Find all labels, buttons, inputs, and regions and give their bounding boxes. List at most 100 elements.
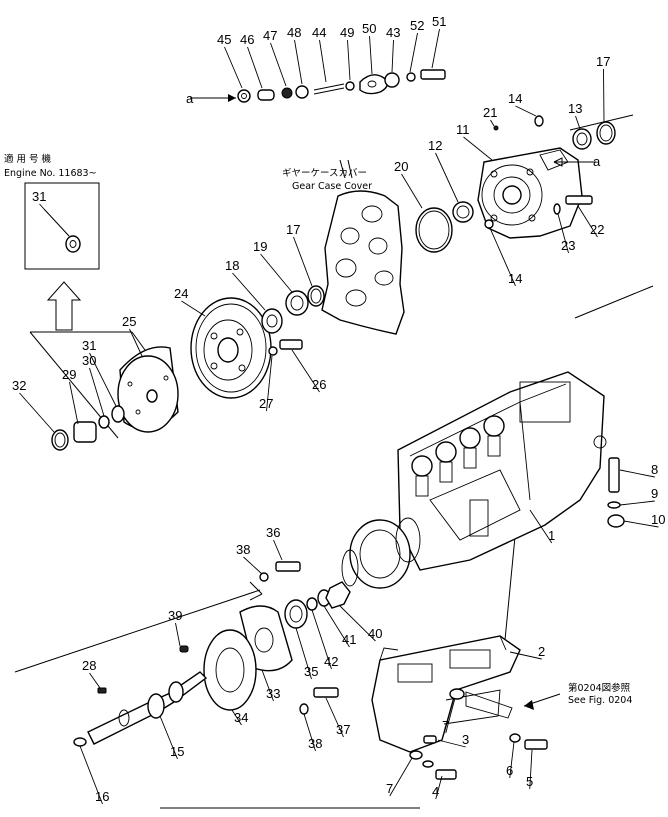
washer-38 <box>299 703 309 715</box>
callout-36: 36 <box>266 525 280 540</box>
callout-38: 38 <box>236 542 250 557</box>
pin-21 <box>493 125 499 131</box>
callout-45: 45 <box>217 32 231 47</box>
gear-case-cover: ギヤーケースカバー Gear Case Cover <box>282 159 405 335</box>
leader-line-5 <box>529 749 533 790</box>
leader-line-28 <box>89 672 101 689</box>
callout-41: 41 <box>342 632 356 647</box>
leader-line-14 <box>515 105 537 117</box>
bolt-8 <box>608 457 620 493</box>
callout-40: 40 <box>368 626 382 641</box>
callout-4: 4 <box>432 784 439 799</box>
washer-9 <box>607 501 621 509</box>
leader-line-9 <box>619 500 655 506</box>
ring-30 <box>98 415 110 429</box>
callout-6: 6 <box>506 763 513 778</box>
washer-6b <box>509 733 521 743</box>
nut-40 <box>325 581 351 609</box>
callout-44: 44 <box>312 25 326 40</box>
leader-line-43 <box>391 39 394 73</box>
callout-13: 13 <box>568 101 582 116</box>
callout-31: 31 <box>82 338 96 353</box>
leader-line-34 <box>231 709 242 726</box>
leader-line-16 <box>79 745 103 805</box>
leader-line-47 <box>270 42 287 87</box>
leader-line-8 <box>619 469 655 478</box>
callout-42: 42 <box>324 654 338 669</box>
pin-3 <box>423 735 437 744</box>
ref-a-right: a <box>593 154 601 169</box>
gear-case-jp-label: ギヤーケースカバー <box>282 168 367 179</box>
leader-line-25 <box>129 328 143 357</box>
leader-line-46 <box>247 46 263 89</box>
callout-29: 29 <box>62 367 76 382</box>
callout-11: 11 <box>456 122 470 137</box>
leader-line-11 <box>463 136 493 161</box>
leader-line-7 <box>389 757 413 797</box>
leader-line-6 <box>509 741 515 779</box>
leader-line-19 <box>260 253 293 293</box>
leader-line-10 <box>623 520 659 528</box>
washer-23 <box>553 203 561 215</box>
ring-31 <box>111 405 125 423</box>
leader-line-52 <box>409 32 418 73</box>
callout-32: 32 <box>12 378 26 393</box>
leader-line-23 <box>557 213 569 254</box>
leader-line-27 <box>266 355 273 412</box>
bearing-18 <box>261 308 283 334</box>
leader-line-31 <box>39 203 45 210</box>
cover-43 <box>384 72 400 88</box>
callout-48: 48 <box>287 25 301 40</box>
leader-line-30 <box>89 367 105 417</box>
callout-7: 7 <box>442 718 449 733</box>
leader-line-20 <box>401 173 423 209</box>
bolt-37 <box>313 687 339 698</box>
gasket-50 <box>359 74 388 95</box>
washer-6 <box>422 760 434 768</box>
callout-18: 18 <box>225 258 239 273</box>
callout-39: 39 <box>168 608 182 623</box>
leader-line-38 <box>303 713 316 752</box>
callout-2: 2 <box>538 644 545 659</box>
leader-line-33 <box>261 669 274 702</box>
callout-20: 20 <box>394 159 408 174</box>
washer-31-inset <box>65 235 81 253</box>
callout-14: 14 <box>508 91 522 106</box>
leader-line-18 <box>232 272 266 311</box>
plate-34 <box>203 629 257 711</box>
plug-14-top <box>534 115 544 127</box>
leader-line-2 <box>509 651 542 660</box>
callout-17: 17 <box>286 222 300 237</box>
inset-box <box>24 182 100 270</box>
leader-line-22 <box>577 205 598 238</box>
callout-labels: 1234567789101112131414151617171819202122… <box>12 14 665 805</box>
coupling-hub <box>349 519 411 589</box>
leader-line-17 <box>603 68 605 123</box>
seal-12 <box>452 201 474 223</box>
callout-24: 24 <box>174 286 188 301</box>
leader-line-44 <box>319 39 327 83</box>
side-fasteners <box>607 457 625 528</box>
callout-34: 34 <box>234 710 248 725</box>
callout-25: 25 <box>122 314 136 329</box>
callout-28: 28 <box>82 658 96 673</box>
leader-line-39 <box>175 622 181 647</box>
inset-engine-label: Engine No. 11683~ <box>4 168 97 179</box>
callout-23: 23 <box>561 238 575 253</box>
bolt-26 <box>279 339 303 350</box>
leader-line-13 <box>575 115 581 130</box>
bracket-2: 第0204図参照 See Fig. 0204 <box>371 635 632 780</box>
leader-line-1 <box>529 509 553 544</box>
callout-51: 51 <box>432 14 446 29</box>
plug-14 <box>484 219 494 229</box>
callout-33: 33 <box>266 686 280 701</box>
key-39 <box>179 645 189 653</box>
callout-50: 50 <box>362 21 376 36</box>
shaft-15 <box>87 671 208 745</box>
washer-49 <box>345 81 355 91</box>
gear-group <box>190 285 325 399</box>
leader-line-35 <box>295 627 312 680</box>
callout-46: 46 <box>240 32 254 47</box>
bolt-4 <box>435 769 457 780</box>
